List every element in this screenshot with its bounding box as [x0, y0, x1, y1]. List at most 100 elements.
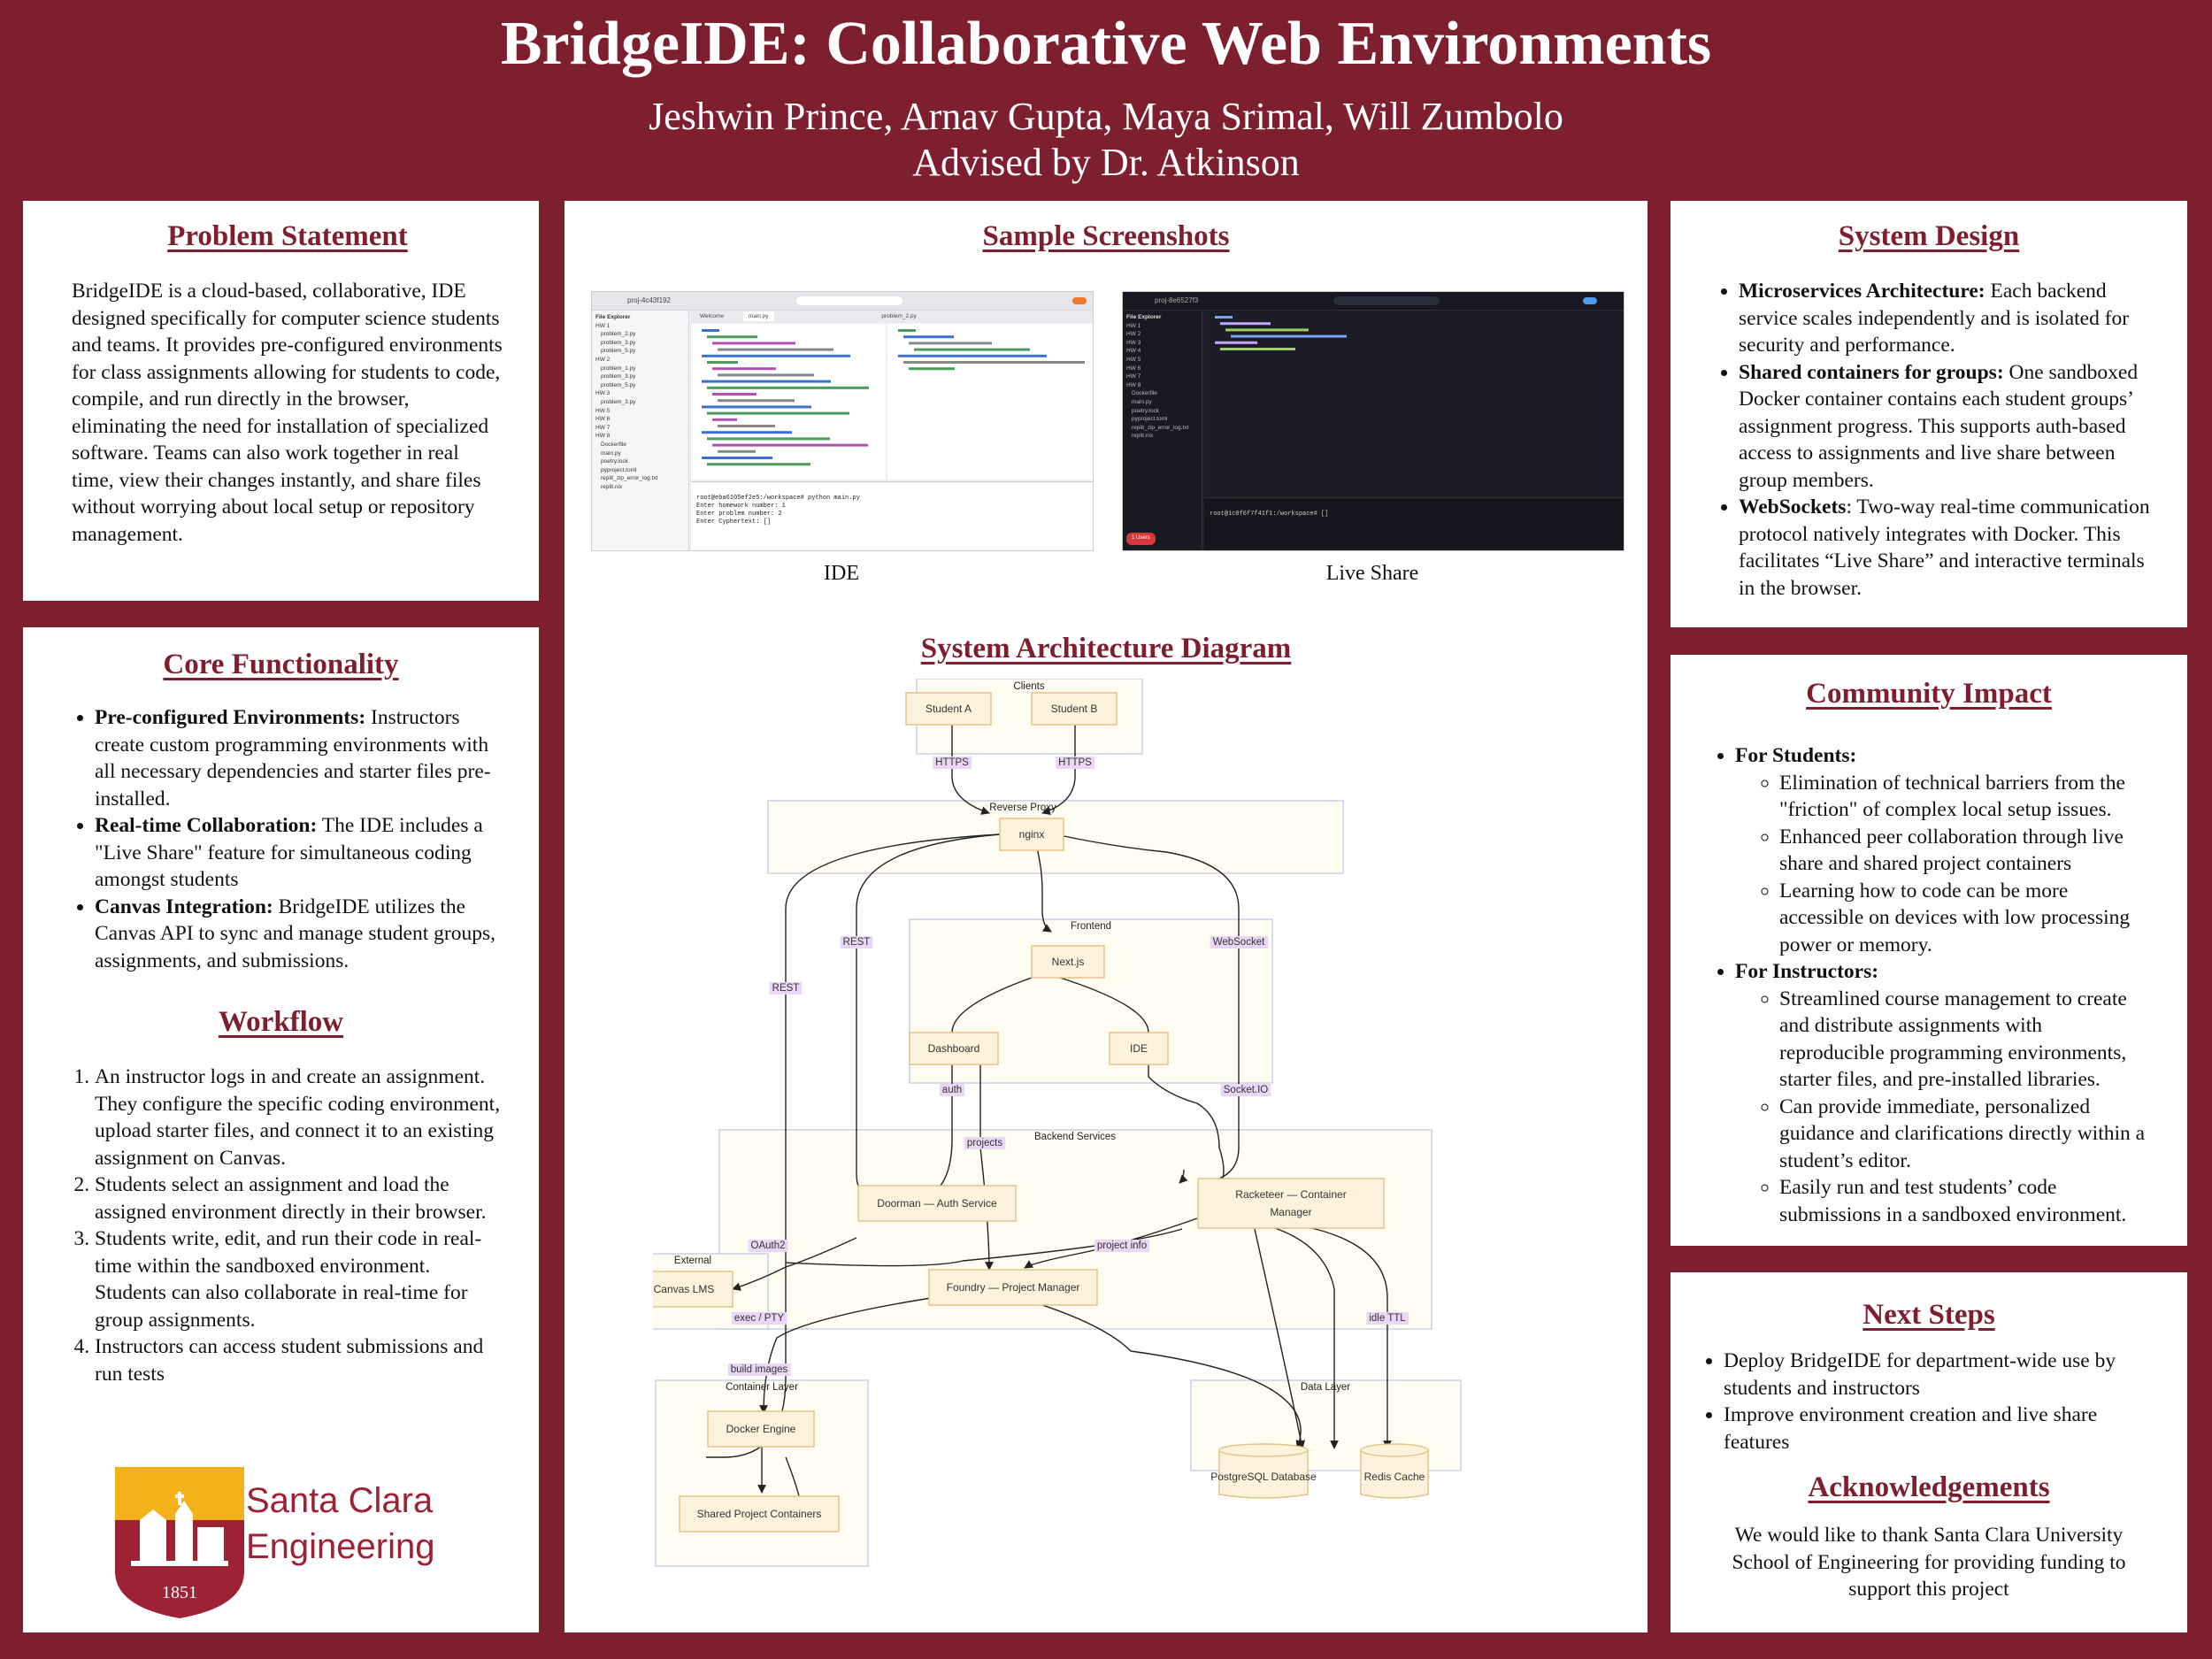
code-line: [909, 342, 992, 345]
file-tree-item[interactable]: replit.nix: [1132, 433, 1154, 440]
code-line: [712, 342, 795, 345]
file-tree-item[interactable]: Dockerfile: [601, 441, 626, 448]
core-item: Canvas Integration: BridgeIDE utilizes t…: [95, 894, 503, 975]
file-tree-item[interactable]: HW 7: [1126, 373, 1141, 380]
node-shared: [679, 1495, 840, 1532]
code-line: [718, 399, 795, 403]
edge-label-bg: [731, 1312, 787, 1325]
edge-label-bg: [933, 757, 972, 769]
live-terminal: root@1c0f6f7f41f1:/workspace# []: [1204, 497, 1624, 550]
file-tree-item[interactable]: HW 6: [595, 416, 611, 423]
core-functionality-list: Pre-configured Environments: Instructors…: [23, 704, 503, 974]
next-steps-panel: Next Steps Deploy BridgeIDE for departme…: [1671, 1272, 2187, 1632]
edge-label-bg: [939, 1084, 965, 1096]
file-tree-item[interactable]: HW 5: [595, 407, 611, 414]
svg-text:IDE: IDE: [1130, 1042, 1148, 1055]
svg-text:External: External: [674, 1256, 711, 1266]
file-tree-item[interactable]: HW 6: [1126, 365, 1141, 372]
community-impact-title: Community Impact: [1806, 678, 2052, 710]
file-tree-item[interactable]: pyproject.toml: [1132, 416, 1168, 423]
file-tree-item[interactable]: HW 3: [1126, 339, 1141, 346]
code-line: [702, 329, 719, 332]
code-line: [914, 348, 1030, 351]
code-line: [702, 380, 831, 383]
community-instructor-item: Easily run and test students’ code submi…: [1779, 1174, 2152, 1228]
workflow-step: Students write, edit, and run their code…: [95, 1225, 503, 1333]
file-tree-item[interactable]: replit_zip_error_log.txt: [1132, 424, 1189, 431]
file-tree-item[interactable]: main.py: [1132, 398, 1152, 405]
code-line: [707, 361, 738, 364]
edge-label-bg: [727, 1363, 791, 1376]
edge-label-bg: [1056, 757, 1095, 769]
workflow-step: An instructor logs in and create an assi…: [95, 1064, 503, 1171]
file-tree-item[interactable]: problem_2.py: [601, 331, 636, 338]
file-tree-item[interactable]: HW 8: [1126, 381, 1141, 388]
community-instructor-item: Can provide immediate, personalized guid…: [1779, 1094, 2152, 1175]
node-racketeer: [1197, 1178, 1385, 1229]
file-tree-item[interactable]: problem_3.py: [601, 339, 636, 346]
code-line: [707, 411, 849, 415]
node-foundry: [928, 1269, 1098, 1306]
svg-text:Data Layer: Data Layer: [1301, 1382, 1350, 1393]
logo-text-line2: Engineering: [246, 1527, 435, 1566]
sample-screenshots-title: Sample Screenshots: [982, 220, 1230, 252]
file-tree-item[interactable]: problem_1.py: [601, 365, 636, 372]
community-student-item: Elimination of technical barriers from t…: [1779, 770, 2152, 824]
file-tree-item[interactable]: poetry.lock: [1132, 407, 1159, 414]
file-tree-item[interactable]: HW 1: [1126, 322, 1141, 329]
edge-label: REST: [772, 983, 800, 994]
file-tree-item[interactable]: problem_3.py: [601, 398, 636, 405]
file-tree-item[interactable]: problem_5.py: [601, 381, 636, 388]
core-functionality-panel: Core Functionality Pre-configured Enviro…: [23, 627, 539, 1632]
node-nginx: [999, 818, 1064, 851]
workflow-step: Instructors can access student submissio…: [95, 1333, 503, 1387]
community-list: For Students: Elimination of technical b…: [1671, 742, 2152, 1228]
edge-label-bg: [964, 1137, 1006, 1149]
code-line: [1220, 348, 1295, 350]
next-step-item: Deploy BridgeIDE for department-wide use…: [1724, 1348, 2152, 1402]
problem-statement-panel: Problem Statement BridgeIDE is a cloud-b…: [23, 201, 539, 601]
svg-text:Clients: Clients: [1013, 681, 1044, 692]
file-tree-item[interactable]: problem_5.py: [601, 348, 636, 355]
code-line: [718, 425, 775, 427]
svg-text:Frontend: Frontend: [1071, 921, 1111, 932]
node-canvas: [653, 1271, 733, 1308]
ide-editor-right: [887, 324, 1093, 480]
file-tree-item[interactable]: HW 1: [595, 322, 611, 329]
file-tree-item[interactable]: Dockerfile: [1132, 390, 1157, 397]
ide-tabs: Welcome main.py problem_2.py: [691, 311, 1093, 323]
code-line: [1215, 316, 1233, 319]
workflow-step: Students select an assignment and load t…: [95, 1171, 503, 1225]
code-line: [712, 393, 757, 396]
file-tree-item[interactable]: HW 2: [1126, 331, 1141, 338]
node-ide: [1109, 1032, 1169, 1065]
code-line: [718, 373, 814, 377]
file-tree-item[interactable]: HW 4: [1126, 348, 1141, 355]
svg-text:nginx: nginx: [1019, 828, 1045, 841]
file-tree-item[interactable]: poetry.lock: [601, 458, 628, 465]
file-tree-item[interactable]: HW 7: [595, 424, 611, 431]
poster-header: BridgeIDE: Collaborative Web Environment…: [0, 0, 2212, 190]
file-tree-item[interactable]: HW 3: [595, 390, 611, 397]
community-student-item: Learning how to code can be more accessi…: [1779, 878, 2152, 959]
svg-text:Dashboard: Dashboard: [928, 1042, 980, 1055]
svg-text:Student B: Student B: [1051, 703, 1098, 715]
code-line: [707, 335, 757, 339]
file-tree-item[interactable]: pyproject.toml: [601, 466, 637, 473]
acknowledgements-title: Acknowledgements: [1808, 1471, 2050, 1503]
code-line: [1215, 341, 1257, 344]
poster-title: BridgeIDE: Collaborative Web Environment…: [500, 10, 1712, 78]
file-tree-item[interactable]: replit_zip_error_log.txt: [601, 475, 658, 482]
file-tree-item[interactable]: HW 5: [1126, 356, 1141, 363]
code-line: [718, 348, 833, 351]
problem-statement-text: BridgeIDE is a cloud-based, collaborativ…: [72, 280, 503, 546]
file-tree-item[interactable]: problem_3.py: [601, 373, 636, 380]
file-tree-item[interactable]: replit.nix: [601, 483, 623, 490]
file-tree-item[interactable]: HW 2: [595, 356, 611, 363]
system-item: Microservices Architecture: Each backend…: [1739, 278, 2152, 359]
file-tree-item[interactable]: HW 8: [595, 433, 611, 440]
file-tree-item[interactable]: main.py: [601, 449, 621, 457]
svg-text:Redis Cache: Redis Cache: [1364, 1471, 1425, 1483]
svg-text:Canvas LMS: Canvas LMS: [654, 1283, 715, 1295]
